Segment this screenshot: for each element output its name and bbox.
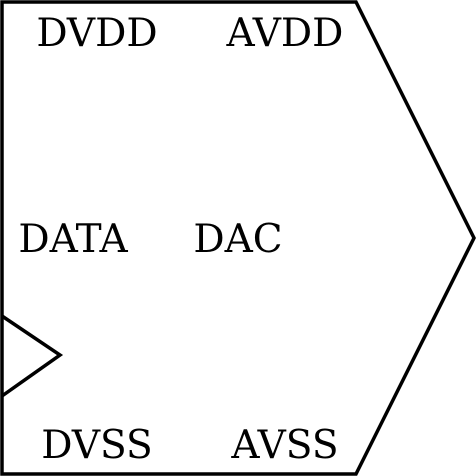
block-name-dac: DAC — [193, 217, 282, 262]
pin-label-avdd: AVDD — [226, 11, 344, 56]
pin-label-dvss: DVSS — [41, 423, 153, 468]
pin-label-data: DATA — [18, 217, 128, 262]
clock-marker-icon — [0, 314, 64, 398]
pin-label-dvdd: DVDD — [36, 11, 157, 56]
pin-label-avss: AVSS — [230, 423, 338, 468]
